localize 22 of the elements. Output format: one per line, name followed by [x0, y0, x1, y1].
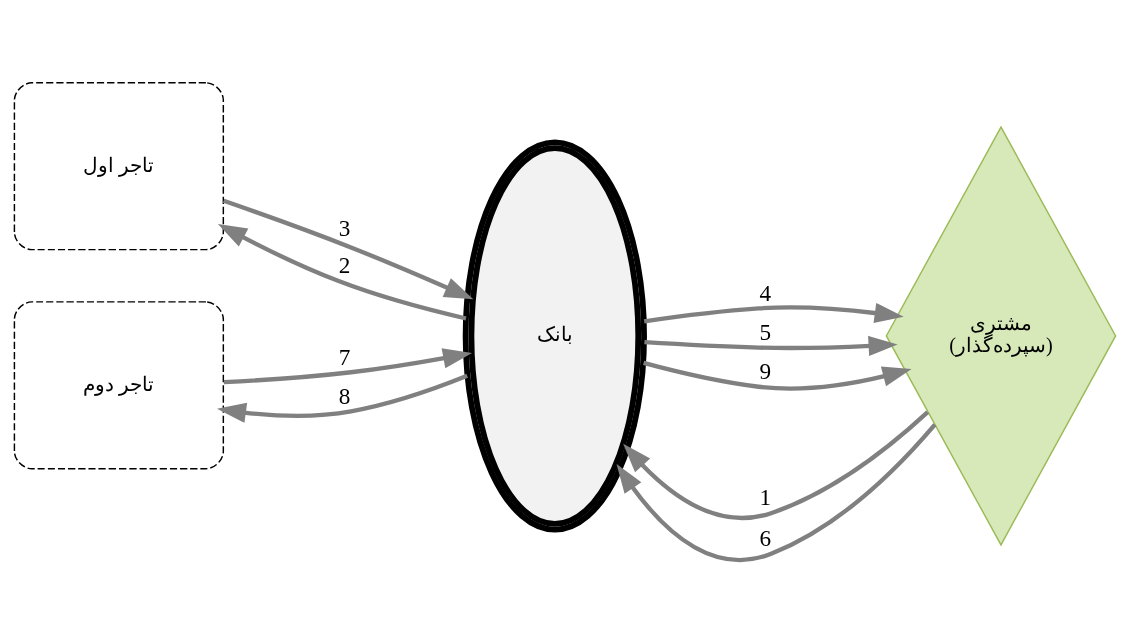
- edge-label: 7: [338, 343, 351, 370]
- arrow: [644, 335, 898, 357]
- arrow: [222, 198, 474, 300]
- edge-label: 1: [759, 484, 772, 511]
- node-ellipse: بانک: [462, 139, 647, 533]
- arrow: [217, 223, 467, 321]
- edge-label: 6: [759, 525, 772, 552]
- arrow: [643, 302, 904, 324]
- edge-label: 2: [338, 252, 351, 279]
- edge-label: 9: [759, 358, 772, 385]
- arrow: [616, 423, 937, 562]
- edge-label: 8: [338, 382, 351, 409]
- arrow: [223, 348, 473, 385]
- edge-label: 3: [338, 214, 351, 241]
- arrow: [217, 373, 468, 423]
- node-box: تاجر اول: [13, 82, 225, 251]
- node-box: تاجر دوم: [13, 301, 225, 470]
- edge-label: 4: [759, 279, 772, 306]
- arrow: [643, 360, 912, 391]
- edge-label: 5: [759, 319, 772, 346]
- node-diamond: مشتری (سپرده‌گذار): [885, 125, 1117, 547]
- arrow: [623, 410, 930, 520]
